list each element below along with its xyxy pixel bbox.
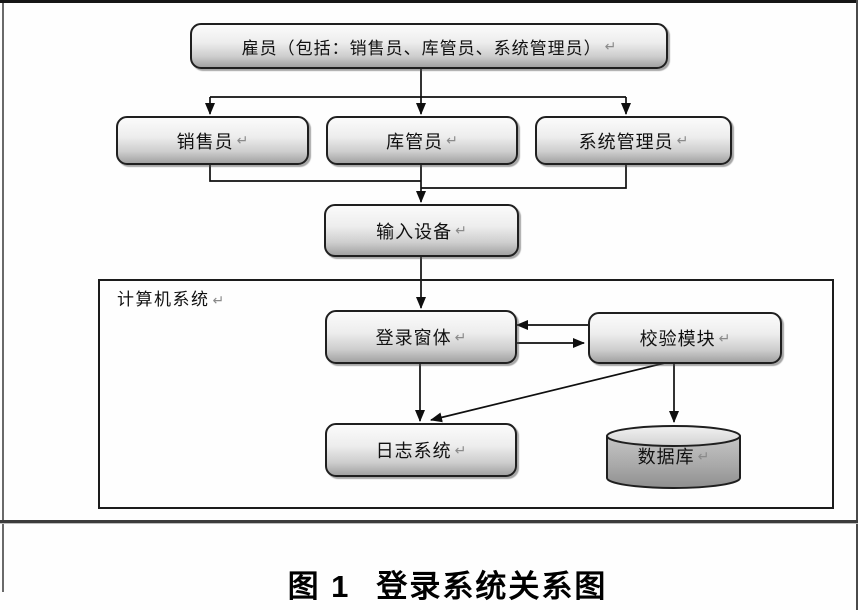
figure-caption: 图 1 登录系统关系图 bbox=[0, 561, 858, 606]
paragraph-mark: ↵ bbox=[454, 441, 467, 458]
node-admin: 系统管理员↵ bbox=[535, 116, 732, 165]
paragraph-mark: ↵ bbox=[604, 37, 617, 54]
database-cylinder bbox=[606, 425, 741, 489]
computer-system-label: 计算机系统↵ bbox=[117, 290, 225, 309]
edge-sales-input bbox=[209, 161, 421, 182]
node-input-device: 输入设备↵ bbox=[324, 204, 519, 257]
page-left-border bbox=[2, 3, 4, 592]
paragraph-mark: ↵ bbox=[697, 447, 710, 464]
node-employee: 雇员（包括：销售员、库管员、系统管理员）↵ bbox=[190, 23, 668, 69]
node-verify-module: 校验模块↵ bbox=[588, 312, 782, 364]
section-divider-line bbox=[0, 520, 858, 524]
node-warehouse: 库管员↵ bbox=[326, 116, 518, 165]
paragraph-mark: ↵ bbox=[718, 329, 731, 346]
page-right-border bbox=[856, 0, 858, 610]
paragraph-mark: ↵ bbox=[454, 328, 467, 345]
paragraph-mark: ↵ bbox=[455, 222, 467, 238]
paragraph-mark: ↵ bbox=[236, 132, 249, 148]
node-login-form: 登录窗体↵ bbox=[325, 310, 517, 364]
computer-system-container bbox=[98, 279, 834, 509]
node-log-system: 日志系统↵ bbox=[325, 423, 517, 477]
figure-number: 图 1 bbox=[287, 569, 351, 604]
edge-admin-input bbox=[421, 161, 627, 189]
page-top-border bbox=[0, 0, 858, 3]
node-database-label: 数据库↵ bbox=[637, 447, 710, 467]
paragraph-mark: ↵ bbox=[212, 292, 225, 308]
node-sales: 销售员↵ bbox=[116, 116, 309, 165]
edge-verify-log bbox=[430, 359, 678, 423]
paragraph-mark: ↵ bbox=[446, 132, 458, 148]
figure-title: 登录系统关系图 bbox=[376, 569, 608, 604]
paragraph-mark: ↵ bbox=[676, 132, 689, 148]
